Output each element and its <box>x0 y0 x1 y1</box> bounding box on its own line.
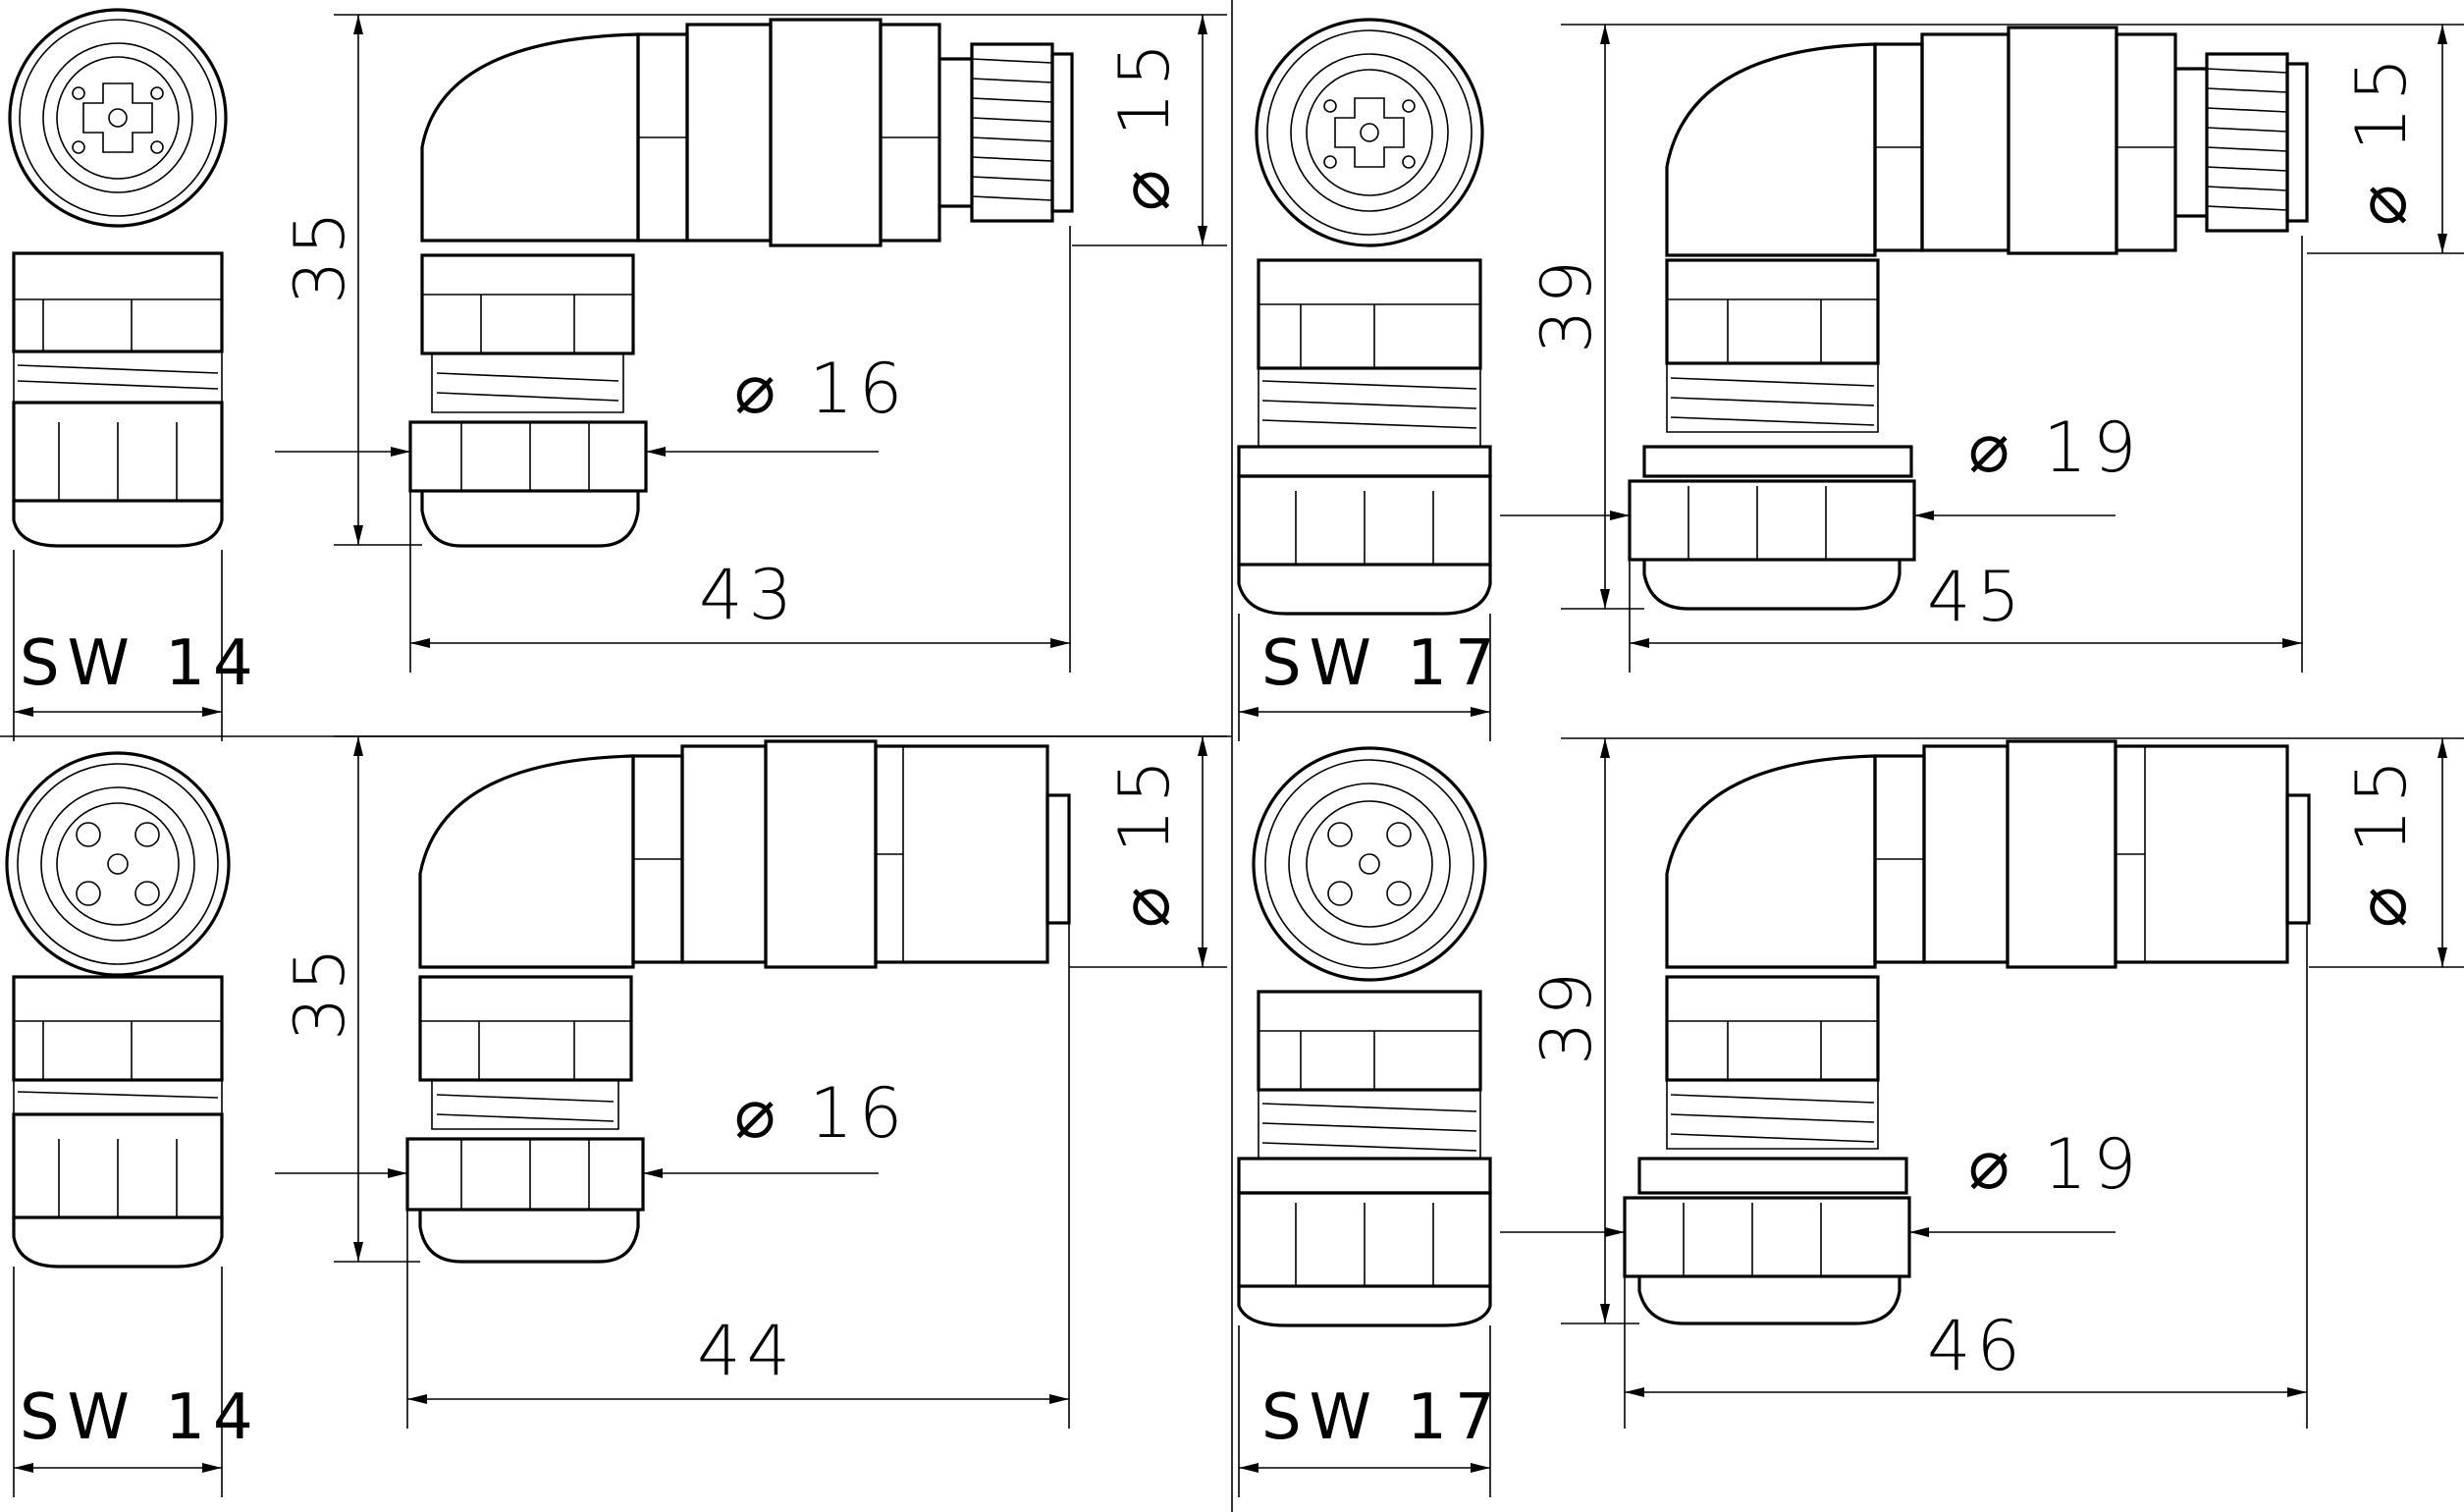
front-view: SW 14 <box>5 751 261 1497</box>
length-label: 46 <box>1927 1306 2026 1386</box>
length-label: 44 <box>697 1311 796 1391</box>
side-view: 35 ⌀ 15 ⌀ 16 43 <box>275 14 1227 673</box>
cable-nut-diameter-label: ⌀ 19 <box>1968 407 2142 488</box>
length-label: 45 <box>1927 557 2026 637</box>
view-bottom-left: SW 14 35 <box>5 735 1227 1497</box>
length-label: 43 <box>699 555 798 635</box>
front-view: SW 14 <box>8 8 261 741</box>
body-diameter-label: ⌀ 15 <box>2341 52 2422 226</box>
body-diameter-label: ⌀ 15 <box>1104 37 1185 211</box>
cable-nut-diameter-label: ⌀ 19 <box>1968 1124 2142 1205</box>
sw-label: SW 14 <box>20 1381 261 1454</box>
body-diameter-label: ⌀ 15 <box>2341 754 2422 928</box>
sw-label: SW 17 <box>1261 1381 1503 1454</box>
front-view: SW 17 <box>1237 18 1503 741</box>
view-bottom-right: SW 17 <box>1237 737 2464 1497</box>
height-label: 35 <box>280 205 360 304</box>
front-view: SW 17 <box>1237 746 1503 1497</box>
height-label: 35 <box>280 942 360 1041</box>
body-diameter-label: ⌀ 15 <box>1104 754 1185 928</box>
cable-nut-diameter-label: ⌀ 16 <box>734 1073 908 1154</box>
side-view: 39 ⌀ 15 ⌀ 19 46 <box>1500 737 2464 1429</box>
cable-nut-diameter-label: ⌀ 16 <box>734 349 908 429</box>
sw-label: SW 14 <box>20 627 261 700</box>
side-view: 39 ⌀ 15 ⌀ 19 45 <box>1500 24 2464 673</box>
height-label: 39 <box>1527 254 1607 353</box>
view-top-right: SW 17 <box>1237 18 2464 741</box>
side-view: 35 ⌀ 15 ⌀ 16 44 <box>275 735 1227 1429</box>
height-label: 39 <box>1527 966 1607 1065</box>
sw-label: SW 17 <box>1261 627 1503 700</box>
view-top-left: SW 14 <box>8 8 1227 741</box>
